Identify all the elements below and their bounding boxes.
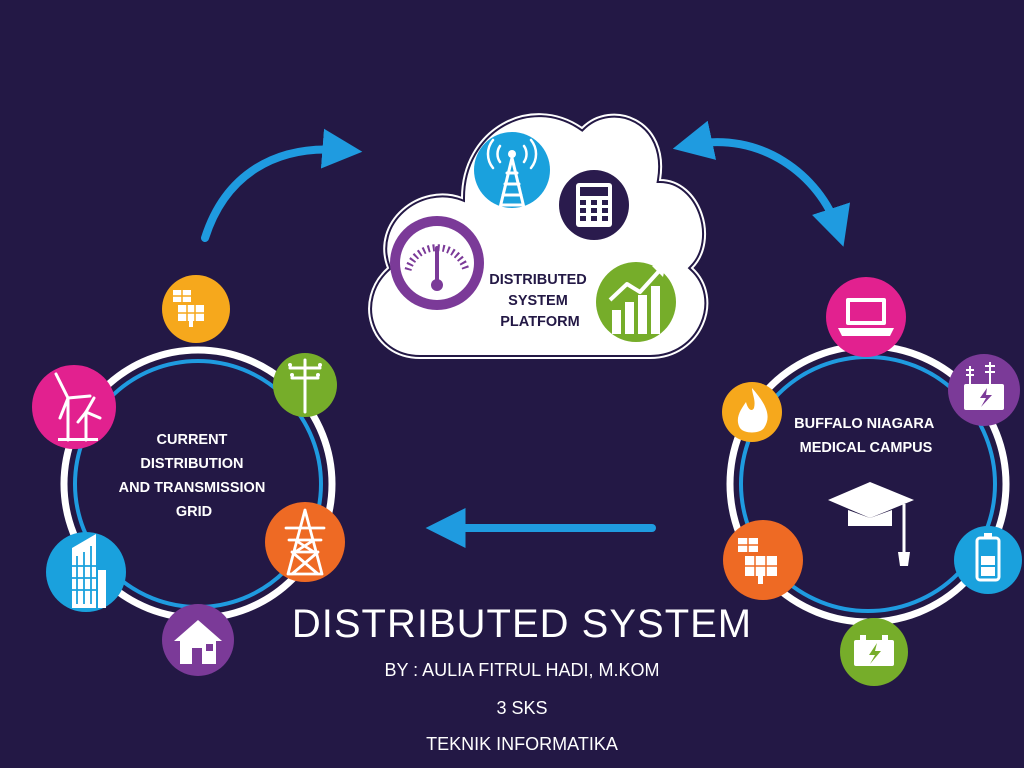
graduation-cap-icon bbox=[828, 482, 914, 566]
solar-panel-icon bbox=[162, 275, 230, 343]
right-ring-label: BUFFALO NIAGARA MEDICAL CAMPUS bbox=[794, 416, 938, 456]
left-ring-label-line: AND TRANSMISSION bbox=[119, 480, 266, 496]
calculator-icon bbox=[559, 170, 629, 240]
flame-icon bbox=[722, 382, 782, 442]
solar-panel-icon bbox=[723, 520, 803, 600]
house-icon bbox=[162, 604, 234, 676]
laptop-icon bbox=[826, 277, 906, 357]
slide-credits: 3 SKS bbox=[496, 698, 548, 718]
slide-department: TEKNIK INFORMATIKA bbox=[426, 734, 618, 754]
battery-icon bbox=[954, 526, 1022, 594]
cloud-label-line: SYSTEM bbox=[508, 293, 568, 309]
transmission-tower-icon bbox=[265, 502, 345, 582]
cloud-label-line: PLATFORM bbox=[500, 314, 579, 330]
ring-inner bbox=[739, 355, 997, 613]
slide-author: BY : AULIA FITRUL HADI, M.KOM bbox=[384, 660, 660, 680]
right-ring-campus: BUFFALO NIAGARA MEDICAL CAMPUS bbox=[722, 277, 1022, 686]
arrow-cloud-campus bbox=[672, 120, 851, 247]
gauge-icon bbox=[390, 216, 484, 310]
left-ring-label: CURRENT DISTRIBUTION AND TRANSMISSION GR… bbox=[119, 432, 270, 520]
cloud-label-line: DISTRIBUTED bbox=[489, 272, 586, 288]
radio-tower-icon bbox=[474, 132, 550, 214]
wind-turbine-icon bbox=[32, 365, 116, 449]
left-ring-grid: CURRENT DISTRIBUTION AND TRANSMISSION GR… bbox=[32, 275, 345, 676]
right-ring-label-line: MEDICAL CAMPUS bbox=[800, 440, 933, 456]
right-ring-label-line: BUFFALO NIAGARA bbox=[794, 416, 935, 432]
left-ring-label-line: DISTRIBUTION bbox=[140, 456, 243, 472]
arrow-grid-to-cloud bbox=[201, 128, 363, 242]
cloud-platform: DISTRIBUTED SYSTEM PLATFORM bbox=[366, 111, 711, 361]
skyscraper-icon bbox=[46, 532, 126, 612]
left-ring-label-line: GRID bbox=[176, 504, 212, 520]
cloud-label: DISTRIBUTED SYSTEM PLATFORM bbox=[489, 272, 591, 330]
slide-title: DISTRIBUTED SYSTEM bbox=[291, 602, 753, 646]
title-block: DISTRIBUTED SYSTEM BY : AULIA FITRUL HAD… bbox=[262, 600, 782, 754]
left-ring-label-line: CURRENT bbox=[157, 432, 228, 448]
power-pole-icon bbox=[273, 353, 337, 417]
substation-icon bbox=[948, 354, 1020, 426]
car-battery-icon bbox=[840, 618, 908, 686]
growth-chart-icon bbox=[596, 262, 676, 342]
